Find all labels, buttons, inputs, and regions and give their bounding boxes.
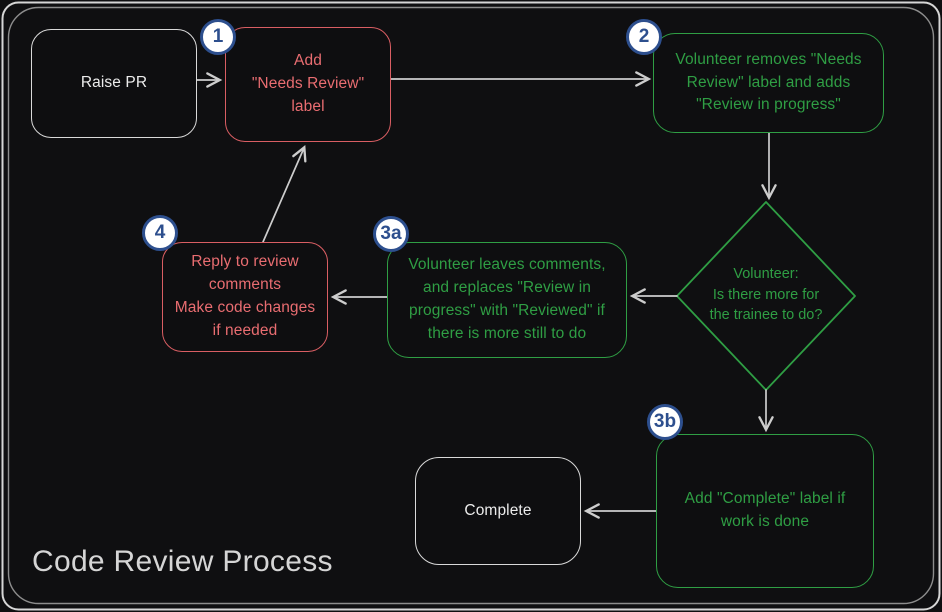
- node-step3a-label: Volunteer leaves comments, and replaces …: [408, 256, 606, 342]
- step-badge-1: 1: [200, 19, 236, 55]
- diagram-title: Code Review Process: [32, 545, 333, 578]
- step-badge-4: 4: [142, 215, 178, 251]
- node-step3a-volunteer-comments: Volunteer leaves comments, and replaces …: [387, 242, 627, 358]
- node-step4-reply-comments: Reply to review comments Make code chang…: [162, 242, 328, 352]
- node-step2-volunteer-removes: Volunteer removes "Needs Review" label a…: [653, 33, 884, 133]
- node-raise-pr-label: Raise PR: [80, 74, 148, 92]
- arrow-step4-to-step1: [262, 144, 307, 243]
- step-badge-2: 2: [626, 19, 662, 55]
- node-complete-label: Complete: [464, 501, 532, 519]
- step-badge-3b: 3b: [647, 404, 683, 440]
- step-badge-3a: 3a: [373, 216, 409, 252]
- node-complete: Complete: [415, 457, 581, 565]
- node-step3b-label: Add "Complete" label if work is done: [684, 490, 846, 530]
- diagram-frame: [7, 6, 935, 605]
- node-raise-pr: Raise PR: [31, 29, 197, 138]
- node-decision-label: Volunteer: Is there more for the trainee…: [709, 266, 823, 324]
- node-step2-label: Volunteer removes "Needs Review" label a…: [675, 50, 862, 114]
- node-step3b-add-complete: Add "Complete" label if work is done: [656, 434, 874, 588]
- node-step4-label: Reply to review comments Make code chang…: [174, 253, 316, 339]
- node-step1-label: Add "Needs Review" label: [251, 52, 365, 115]
- node-step1-add-needs-review: Add "Needs Review" label: [225, 27, 391, 142]
